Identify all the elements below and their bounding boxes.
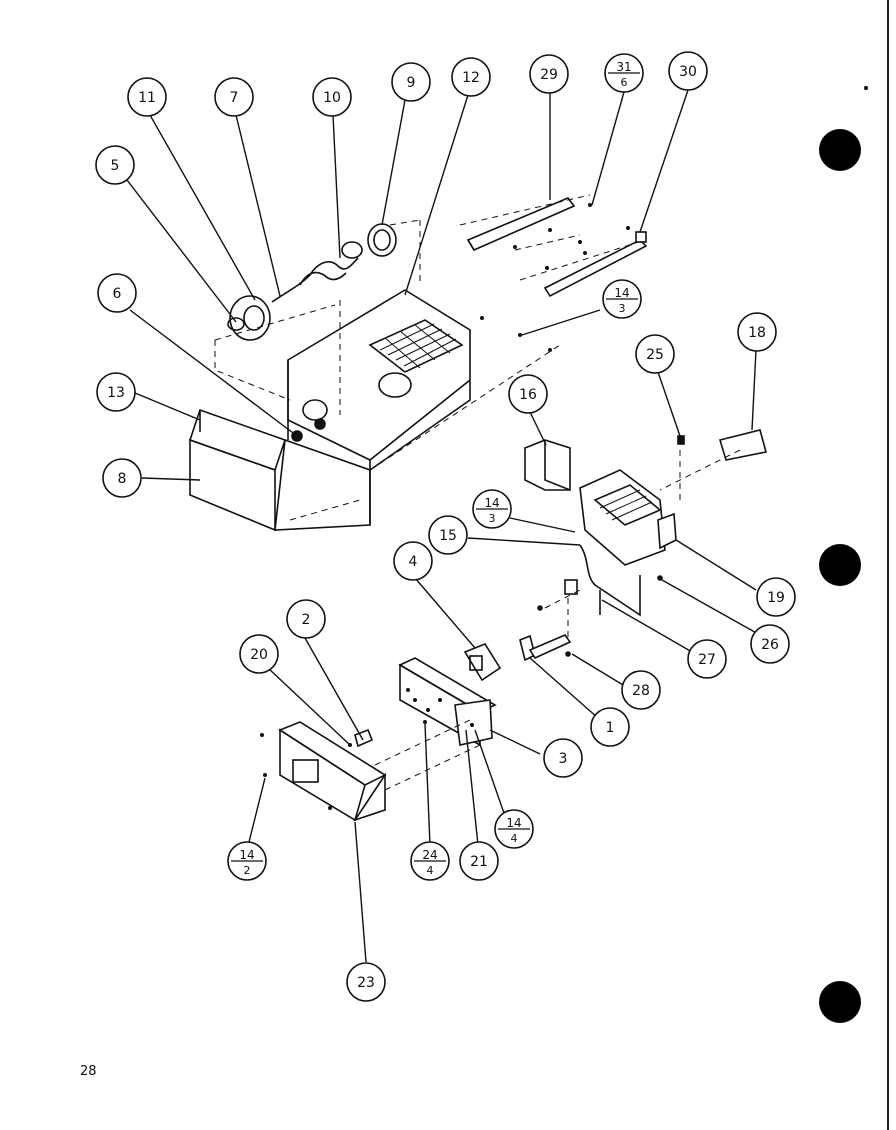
- callout-14-3-upper: 14 3: [602, 279, 642, 319]
- svg-text:20: 20: [250, 647, 268, 663]
- svg-text:25: 25: [646, 347, 664, 363]
- auger-assembly: [227, 223, 397, 341]
- control-box-screws: [260, 688, 474, 810]
- svg-text:1: 1: [606, 720, 615, 736]
- svg-text:14: 14: [484, 496, 499, 510]
- callout-30: 30: [668, 51, 708, 91]
- svg-text:4: 4: [511, 832, 518, 845]
- binder-hole-bottom: [819, 981, 861, 1023]
- svg-text:14: 14: [614, 286, 629, 300]
- rail-dashed-lines: [459, 194, 646, 281]
- svg-text:6: 6: [113, 286, 122, 302]
- svg-text:7: 7: [230, 90, 239, 106]
- svg-text:21: 21: [470, 854, 488, 870]
- callout-10: 10: [312, 77, 352, 117]
- svg-text:13: 13: [107, 385, 125, 401]
- callout-29: 29: [529, 54, 569, 94]
- callout-24-4: 24 4: [410, 841, 450, 881]
- callout-5: 5: [95, 145, 135, 185]
- callout-11: 11: [127, 77, 167, 117]
- svg-text:14: 14: [239, 848, 254, 862]
- callout-23: 23: [346, 962, 386, 1002]
- svg-text:12: 12: [462, 70, 480, 86]
- svg-text:3: 3: [489, 512, 496, 525]
- callout-14-2: 14 2: [227, 841, 267, 881]
- svg-text:29: 29: [540, 67, 558, 83]
- svg-text:28: 28: [632, 683, 650, 699]
- svg-text:11: 11: [138, 90, 156, 106]
- svg-text:2: 2: [244, 864, 251, 877]
- leader-lines: [126, 89, 761, 963]
- svg-text:14: 14: [506, 816, 521, 830]
- ice-bin-housing: [188, 289, 471, 532]
- callout-16: 16: [508, 374, 548, 414]
- ice-maker-unit: [524, 429, 767, 566]
- svg-text:27: 27: [698, 652, 716, 668]
- callout-14-3-lower: 14 3: [472, 489, 512, 529]
- callout-14-4: 14 4: [494, 809, 534, 849]
- callout-2: 2: [286, 599, 326, 639]
- svg-text:23: 23: [357, 975, 375, 991]
- svg-text:6: 6: [621, 76, 628, 89]
- callout-12: 12: [451, 57, 491, 97]
- ice-maker-dashed-lines: [659, 449, 741, 505]
- svg-text:3: 3: [559, 751, 568, 767]
- callout-18: 18: [737, 312, 777, 352]
- callout-1: 1: [590, 707, 630, 747]
- callout-31-6: 31 6: [604, 53, 644, 93]
- callout-8: 8: [102, 458, 142, 498]
- alignment-lines-housing: [214, 219, 561, 521]
- speck: [864, 86, 868, 90]
- callout-6: 6: [97, 273, 137, 313]
- svg-text:19: 19: [767, 590, 785, 606]
- svg-text:31: 31: [616, 60, 631, 74]
- callout-9: 9: [391, 62, 431, 102]
- svg-text:15: 15: [439, 528, 457, 544]
- svg-text:3: 3: [619, 302, 626, 315]
- svg-text:2: 2: [302, 612, 311, 628]
- callout-3: 3: [543, 738, 583, 778]
- callout-15: 15: [428, 515, 468, 555]
- callout-26: 26: [750, 624, 790, 664]
- callout-21: 21: [459, 841, 499, 881]
- svg-text:16: 16: [519, 387, 537, 403]
- svg-text:4: 4: [409, 554, 418, 570]
- svg-text:18: 18: [748, 325, 766, 341]
- svg-text:5: 5: [111, 158, 120, 174]
- svg-text:9: 9: [407, 75, 416, 91]
- page-number: 28: [80, 1064, 97, 1079]
- callout-7: 7: [214, 77, 254, 117]
- svg-text:30: 30: [679, 64, 697, 80]
- callout-13: 13: [96, 372, 136, 412]
- callout-28: 28: [621, 670, 661, 710]
- control-box: [278, 643, 502, 822]
- binder-hole-top: [819, 129, 861, 171]
- wiring-dashed-lines: [544, 589, 581, 640]
- svg-text:8: 8: [118, 471, 127, 487]
- callout-20: 20: [239, 634, 279, 674]
- top-rails: [466, 197, 648, 298]
- svg-text:24: 24: [422, 848, 437, 862]
- svg-text:26: 26: [761, 637, 779, 653]
- callout-19: 19: [756, 577, 796, 617]
- wiring-harness: [519, 544, 663, 662]
- binder-hole-middle: [819, 544, 861, 586]
- callout-27: 27: [687, 639, 727, 679]
- svg-text:4: 4: [427, 864, 434, 877]
- callout-25: 25: [635, 334, 675, 374]
- callout-4: 4: [393, 541, 433, 581]
- rail-screws: [480, 203, 630, 352]
- svg-text:10: 10: [323, 90, 341, 106]
